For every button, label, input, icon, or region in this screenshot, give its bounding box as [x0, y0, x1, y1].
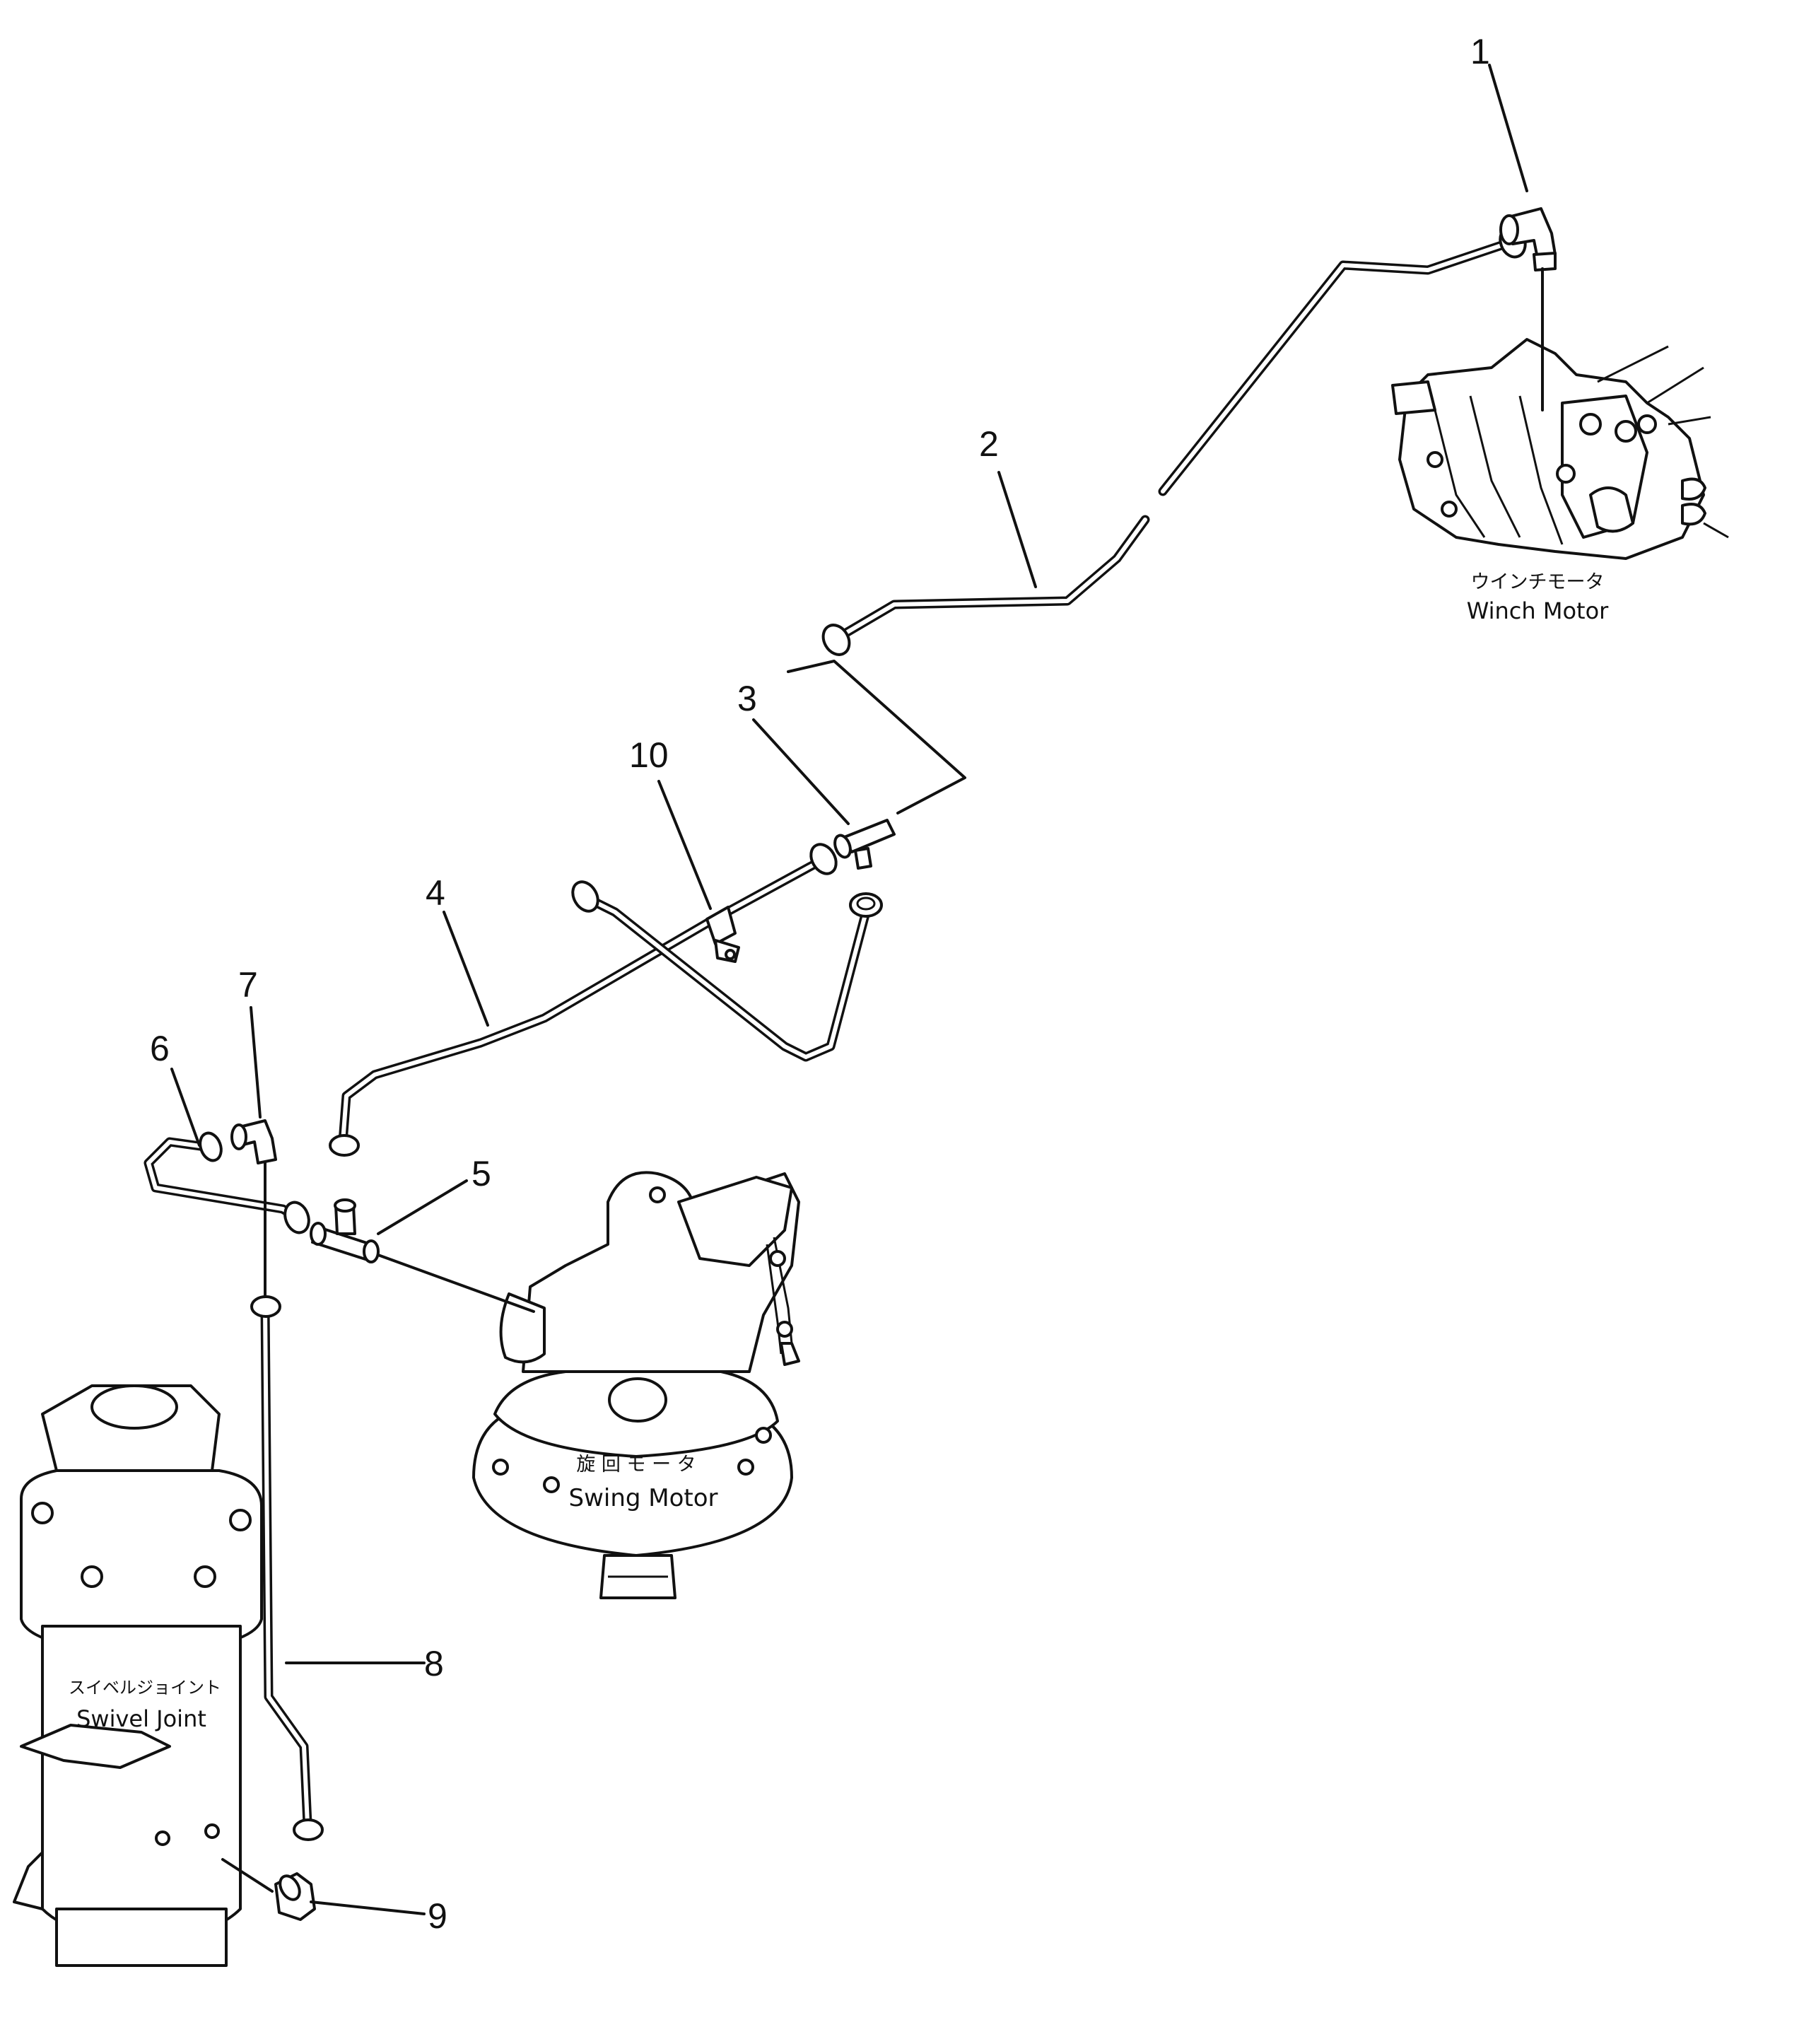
leader-9 [310, 1900, 426, 1915]
pipe-6 [143, 1131, 310, 1234]
leader-3 [752, 718, 850, 825]
pipe-8 [250, 1295, 324, 1841]
callout-7: 7 [238, 965, 258, 1005]
callout-10: 10 [629, 735, 669, 775]
callout-8: 8 [424, 1644, 444, 1683]
callout-2: 2 [979, 424, 999, 464]
leader-5 [377, 1179, 468, 1235]
clamp-10 [705, 906, 740, 963]
elbow-fitting-1 [1499, 207, 1557, 271]
callout-9: 9 [428, 1896, 447, 1936]
swing-motor-label-jp: 旋 回 モ ー タ [576, 1454, 696, 1476]
elbow-fitting-7 [230, 1119, 277, 1164]
leader-10 [657, 780, 712, 910]
callout-1: 1 [1470, 32, 1490, 71]
tee-fitting-3 [833, 819, 896, 870]
leader-2 [997, 471, 1037, 588]
leader-6 [170, 1068, 201, 1147]
swing-motor-label-en: Swing Motor [568, 1484, 717, 1512]
leader-7 [250, 1006, 262, 1119]
leader-1 [1488, 64, 1528, 192]
swing-motor: 旋 回 モ ー タ Swing Motor [472, 1171, 800, 1599]
callout-6: 6 [150, 1029, 170, 1068]
callout-3: 3 [737, 679, 757, 718]
callout-5: 5 [471, 1154, 491, 1193]
winch-motor-label-en: Winch Motor [1467, 597, 1609, 624]
elbow-fitting-9 [274, 1872, 316, 1921]
break-line [787, 660, 966, 814]
swivel-joint-label-jp: スイベルジョイント [69, 1678, 221, 1698]
winch-motor: ウインチモータ Winch Motor [1391, 338, 1729, 624]
background-pipe [571, 880, 883, 1062]
leader-4 [443, 911, 489, 1027]
leader-5-swing [377, 1254, 535, 1313]
pipe-2 [821, 225, 1527, 656]
callout-4: 4 [426, 873, 445, 913]
leader-9-swivel [221, 1858, 274, 1893]
swivel-joint: スイベルジョイント Swivel Joint [13, 1384, 263, 1967]
swivel-joint-label-en: Swivel Joint [76, 1705, 206, 1732]
tee-fitting-5 [310, 1198, 380, 1263]
winch-motor-label-jp: ウインチモータ [1471, 571, 1605, 593]
